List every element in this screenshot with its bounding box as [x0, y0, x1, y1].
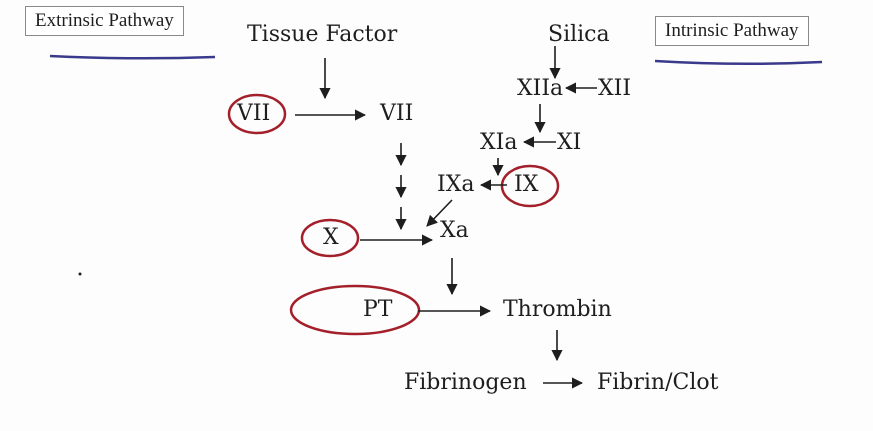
- ix-label: IX: [514, 172, 539, 197]
- vii-left-label: VII: [237, 101, 271, 126]
- vii-right-label: VII: [380, 101, 414, 126]
- fibrin-clot-label: Fibrin/Clot: [597, 370, 719, 395]
- xia-label: XIa: [480, 130, 518, 155]
- xi-label: XI: [557, 130, 582, 155]
- intrinsic-pathway-label: Intrinsic Pathway: [655, 16, 809, 46]
- arrow-ixa-to-xa: [426, 199, 453, 227]
- extrinsic-pathway-label: Extrinsic Pathway: [25, 6, 184, 36]
- thrombin-label: Thrombin: [503, 297, 612, 322]
- ix-circle: [500, 164, 560, 208]
- xii-label: XII: [598, 76, 632, 101]
- fibrinogen-label: Fibrinogen: [404, 370, 527, 395]
- xa-label: Xa: [440, 218, 469, 243]
- ixa-label: IXa: [437, 172, 475, 197]
- silica-label: Silica: [548, 22, 610, 47]
- intrinsic-underline: [654, 59, 823, 66]
- x-circle: [300, 218, 360, 258]
- vii-circle: [227, 93, 287, 135]
- xiia-label: XIIa: [517, 76, 564, 101]
- tissue-factor-label: Tissue Factor: [247, 22, 398, 47]
- pt-circle: [289, 284, 421, 336]
- stray-dot: [78, 272, 82, 276]
- extrinsic-underline: [49, 54, 216, 60]
- pt-label: PT: [363, 297, 393, 322]
- x-label: X: [323, 225, 339, 250]
